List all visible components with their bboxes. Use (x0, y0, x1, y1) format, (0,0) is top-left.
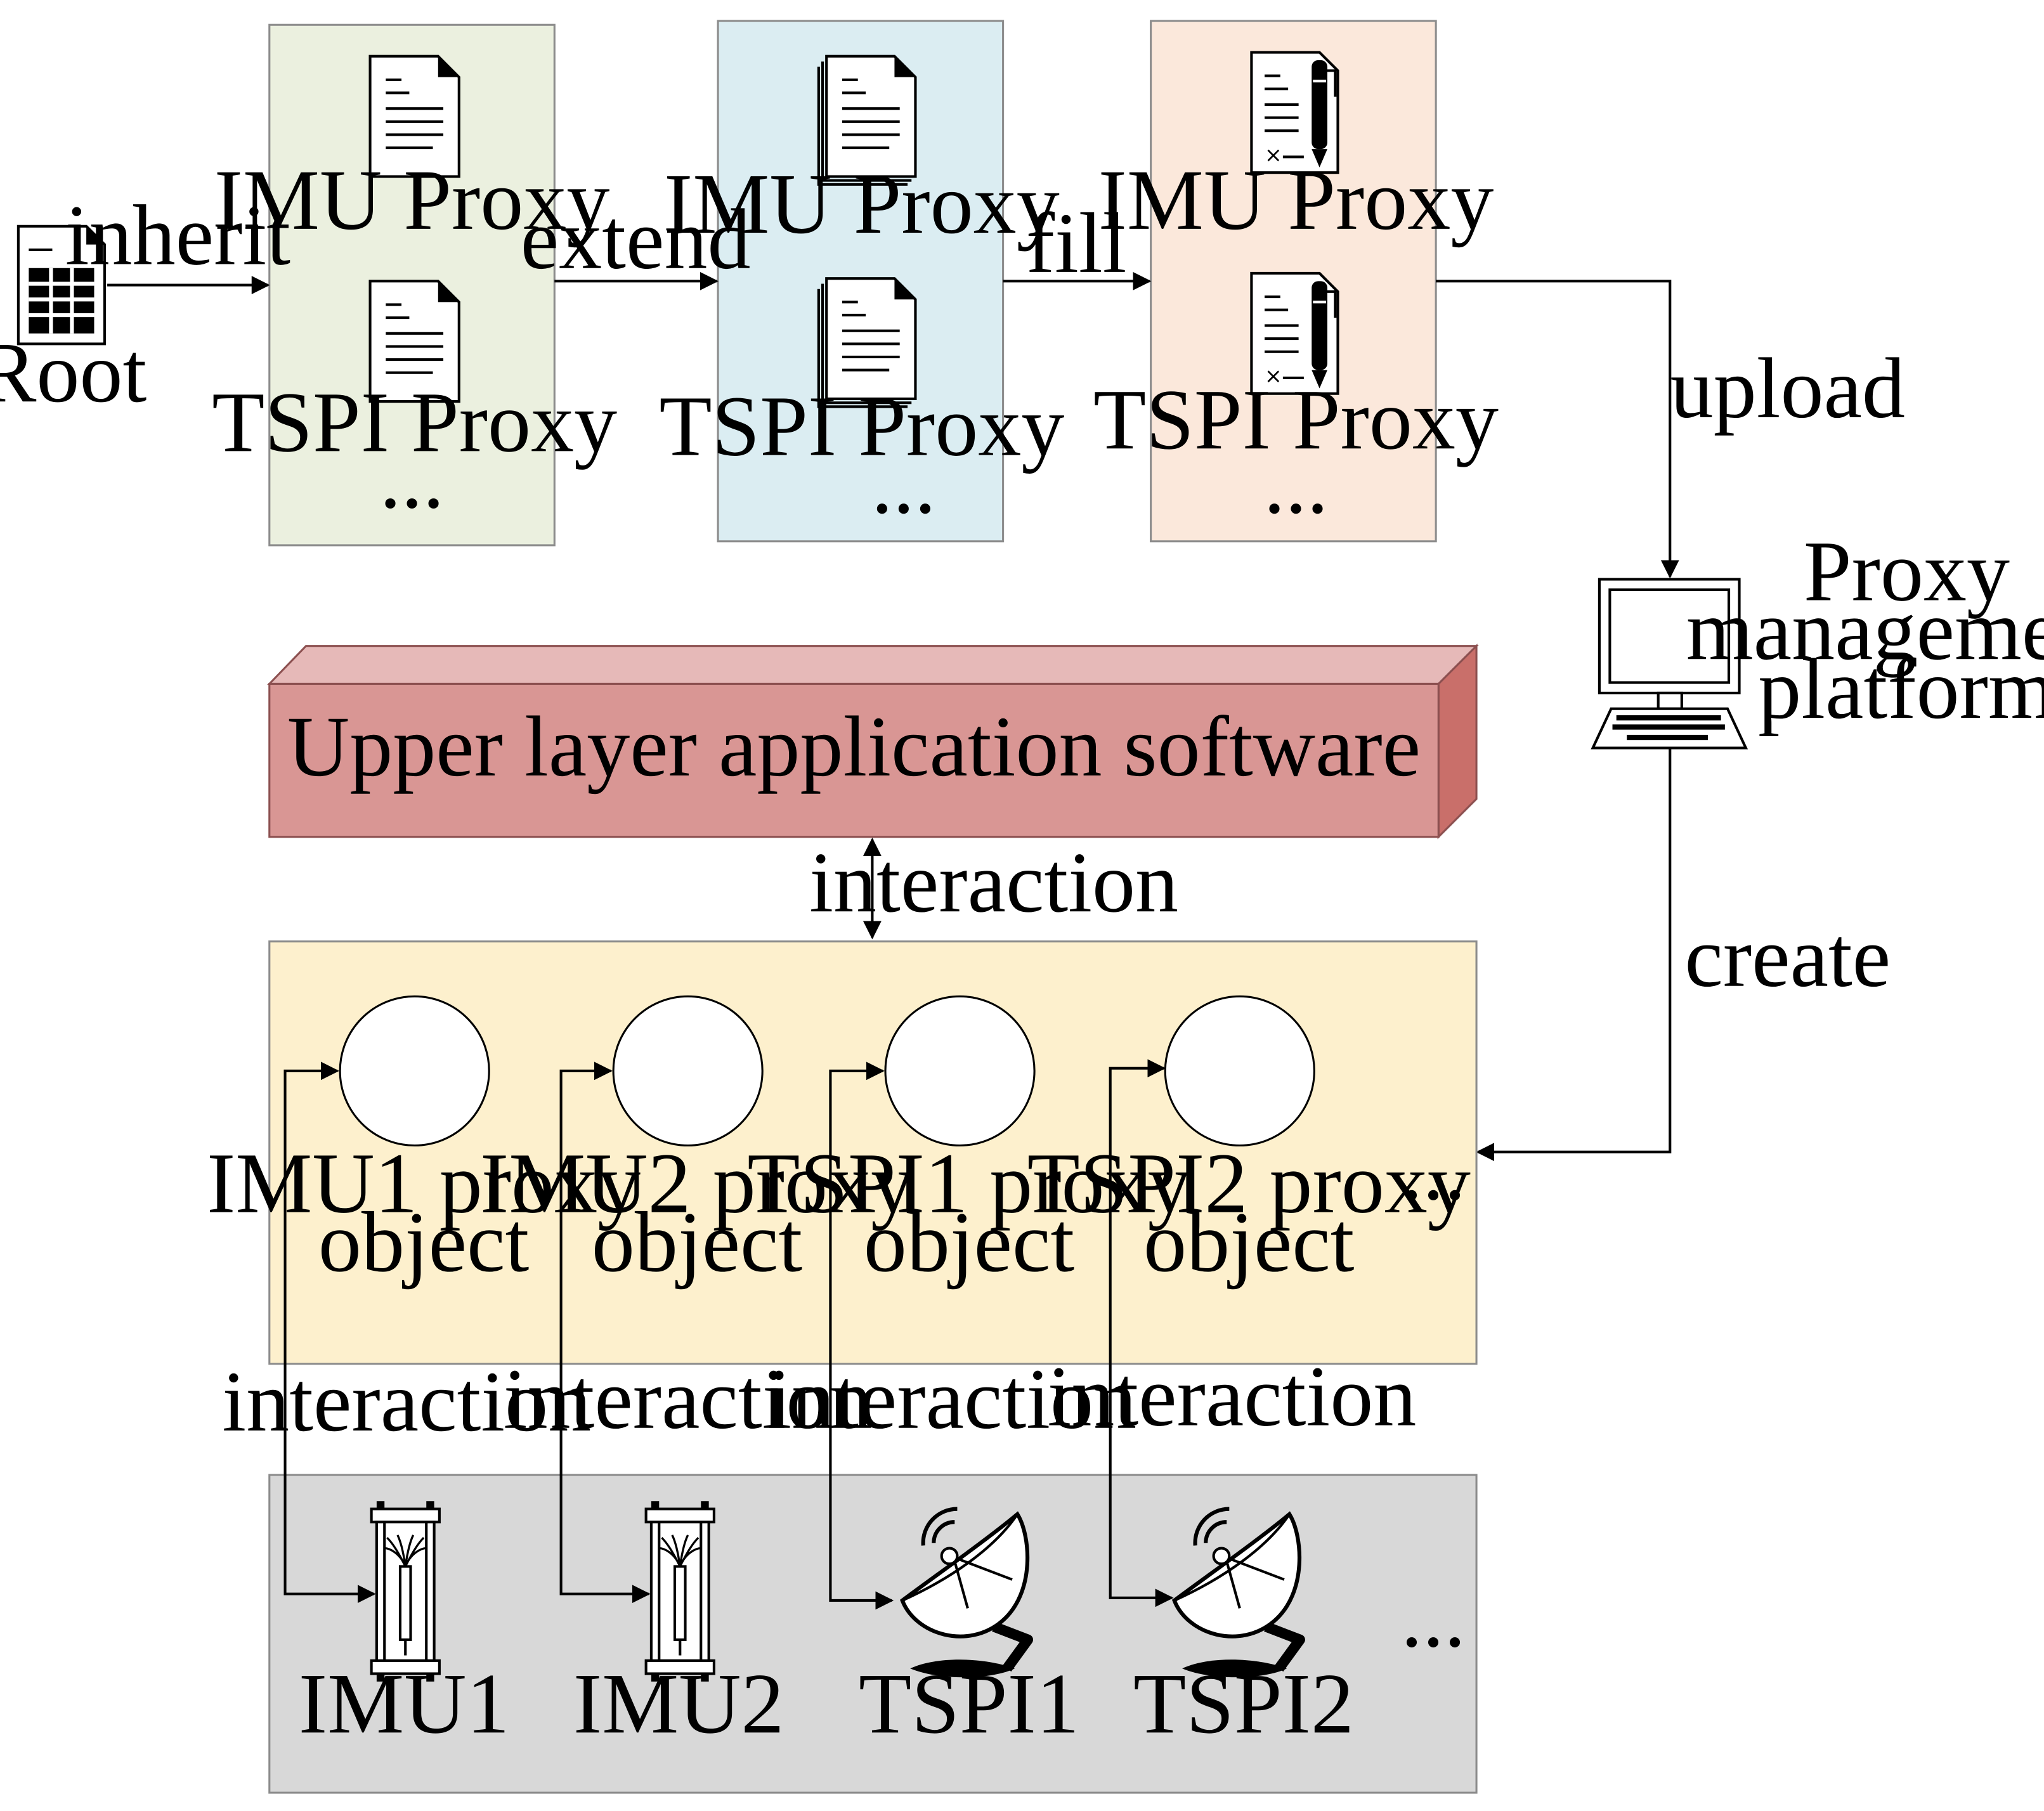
proxy-object-circle (884, 995, 1036, 1146)
stage2-item-1: IMU Proxy (664, 157, 1060, 252)
device-label-tspi2: TSPI2 (1133, 1656, 1354, 1751)
device-label-tspi1: TSPI1 (859, 1656, 1079, 1751)
platform-label-line2: management (1686, 583, 2044, 678)
computer-icon (1591, 578, 1748, 750)
create-label: create (1684, 910, 1891, 1005)
device-link-imu1 (283, 1061, 376, 1604)
device-interaction-label-1: interaction (222, 1354, 591, 1450)
app-interaction-label: interaction (809, 835, 1178, 930)
inherit-label: inherit (65, 188, 290, 283)
proxy-object-circle (612, 995, 764, 1146)
application-layer-label: Upper layer application software (287, 699, 1421, 795)
device-interaction-label-2: interaction (504, 1352, 873, 1447)
platform-label-line3: platform (1758, 642, 2044, 737)
imu-sensor-icon (646, 1501, 714, 1682)
create-arrow (1476, 748, 1672, 1162)
device-link-tspi1 (829, 1061, 894, 1610)
upload-arrow (1436, 280, 1679, 579)
root-label: Root (0, 325, 146, 420)
stage3-item-2: TSPI Proxy (1093, 372, 1499, 467)
stage1-item-1: IMU Proxy (214, 153, 610, 248)
device-panel-ellipsis: ... (1401, 1570, 1466, 1665)
imu-sensor-icon (372, 1501, 439, 1682)
stage1-item-2: TSPI Proxy (212, 375, 617, 470)
proxy-object-label-3b: object (864, 1195, 1075, 1290)
proxy-panel-ellipsis: ... (1401, 1123, 1466, 1218)
device-link-imu2 (559, 1061, 651, 1604)
fill-label: fill (1026, 196, 1127, 291)
root-icon (16, 224, 107, 346)
device-interaction-label-4: interaction (1048, 1349, 1417, 1444)
application-layer-block (267, 643, 1479, 840)
proxy-object-circle (1164, 995, 1315, 1146)
stage2-ellipsis: ... (871, 436, 936, 531)
device-interaction-label-3: interaction (767, 1352, 1136, 1447)
stage3-ellipsis: ... (1263, 436, 1328, 531)
device-label-imu2: IMU2 (573, 1656, 784, 1751)
stage3-item-1: IMU Proxy (1098, 153, 1494, 248)
platform-label-line1: Proxy (1804, 524, 2010, 620)
proxy-object-circle (339, 995, 490, 1146)
proxy-object-label-1a: IMU1 proxy (207, 1136, 641, 1231)
device-label-imu1: IMU1 (299, 1656, 510, 1751)
proxy-object-label-4b: object (1143, 1195, 1355, 1290)
upload-label: upload (1670, 341, 1905, 436)
proxy-object-label-2a: IMU2 proxy (480, 1136, 914, 1231)
stage1-ellipsis: ... (380, 431, 445, 526)
proxy-object-label-3a: TSPI1 proxy (747, 1136, 1190, 1231)
stage2-item-2: TSPI Proxy (659, 379, 1064, 474)
extend-label: extend (521, 192, 751, 287)
device-link-tspi2 (1109, 1059, 1174, 1607)
proxy-object-label-4a: TSPI2 proxy (1027, 1136, 1471, 1231)
